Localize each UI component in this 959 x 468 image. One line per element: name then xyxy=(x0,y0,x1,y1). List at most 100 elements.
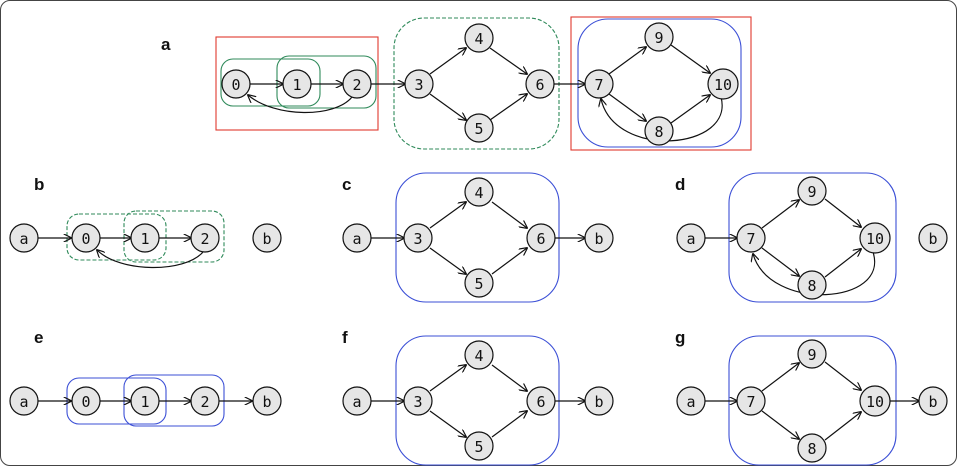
svg-text:8: 8 xyxy=(807,440,816,458)
node: 7 xyxy=(584,69,614,99)
node: a xyxy=(676,223,706,253)
svg-text:6: 6 xyxy=(535,76,544,94)
svg-text:a: a xyxy=(19,230,28,248)
svg-text:b: b xyxy=(594,230,603,248)
node: 2 xyxy=(190,386,220,416)
edge-10-7 xyxy=(753,251,876,296)
panel-label-e: e xyxy=(34,328,43,347)
svg-text:9: 9 xyxy=(807,346,816,364)
node: 6 xyxy=(525,69,555,99)
svg-text:10: 10 xyxy=(866,230,884,248)
edge-4-6 xyxy=(491,201,527,228)
edge-9-10 xyxy=(824,198,861,227)
panel-a: 0 1 2 3 4 5 6 7 9 8 10 xyxy=(215,16,752,151)
svg-text:b: b xyxy=(262,393,271,411)
edge-5-6 xyxy=(489,94,527,121)
edge-7-9 xyxy=(761,200,799,229)
panel-label-c: c xyxy=(342,175,351,194)
svg-text:10: 10 xyxy=(866,393,884,411)
svg-text:a: a xyxy=(19,393,28,411)
edge-5-6 xyxy=(491,411,527,438)
svg-text:2: 2 xyxy=(200,230,209,248)
svg-text:8: 8 xyxy=(807,277,816,295)
svg-text:b: b xyxy=(594,393,603,411)
node: 4 xyxy=(464,340,494,370)
edge-9-10 xyxy=(670,44,710,73)
node: 9 xyxy=(644,22,674,52)
edge-7-8 xyxy=(761,410,799,439)
svg-text:a: a xyxy=(352,230,361,248)
node: 1 xyxy=(130,223,160,253)
svg-text:0: 0 xyxy=(81,393,90,411)
svg-text:10: 10 xyxy=(714,76,732,94)
edge-3-4 xyxy=(429,202,466,229)
svg-text:2: 2 xyxy=(352,76,361,94)
edge-3-5 xyxy=(429,93,466,120)
node: 7 xyxy=(736,386,766,416)
edge-7-9 xyxy=(608,47,646,75)
node: 0 xyxy=(71,223,101,253)
panel-d: a 7 9 8 10 b xyxy=(676,172,948,303)
node: 6 xyxy=(526,223,556,253)
node: 10 xyxy=(859,385,891,417)
node: 9 xyxy=(797,176,827,206)
edge-8-10 xyxy=(824,412,861,441)
edge-3-5 xyxy=(429,410,466,437)
edge-4-6 xyxy=(489,47,527,74)
edge-3-4 xyxy=(429,48,466,75)
node: 4 xyxy=(464,177,494,207)
panel-label-g: g xyxy=(675,328,685,347)
panel-b: a 0 1 2 b xyxy=(9,210,282,269)
svg-text:3: 3 xyxy=(414,76,423,94)
edge-7-9 xyxy=(761,363,799,392)
node: 2 xyxy=(190,223,220,253)
node: b xyxy=(918,386,948,416)
node: 3 xyxy=(403,223,433,253)
node: 1 xyxy=(130,386,160,416)
svg-text:3: 3 xyxy=(413,230,422,248)
node: 1 xyxy=(282,69,312,99)
svg-text:5: 5 xyxy=(474,438,483,456)
svg-text:5: 5 xyxy=(474,275,483,293)
edge-7-8 xyxy=(608,93,646,121)
node: a xyxy=(9,386,39,416)
edge-8-10 xyxy=(670,95,710,124)
svg-text:7: 7 xyxy=(746,393,755,411)
node: b xyxy=(252,223,282,253)
node: b xyxy=(252,386,282,416)
svg-text:a: a xyxy=(352,393,361,411)
svg-text:4: 4 xyxy=(474,347,483,365)
node: a xyxy=(342,386,372,416)
svg-text:a: a xyxy=(686,393,695,411)
scc-box-green-01 xyxy=(66,213,167,261)
node: b xyxy=(918,223,948,253)
node: 8 xyxy=(797,270,827,300)
node: 8 xyxy=(797,433,827,463)
panel-label-a: a xyxy=(161,35,171,54)
svg-text:7: 7 xyxy=(594,76,603,94)
panel-label-f: f xyxy=(342,328,348,347)
node: 3 xyxy=(403,386,433,416)
node: a xyxy=(342,223,372,253)
svg-text:1: 1 xyxy=(140,230,149,248)
node: 0 xyxy=(221,69,251,99)
svg-text:9: 9 xyxy=(654,29,663,47)
edge-8-10 xyxy=(824,249,861,278)
svg-text:5: 5 xyxy=(474,120,483,138)
edge-10-7 xyxy=(601,96,723,142)
edge-2-0 xyxy=(248,95,353,114)
svg-text:6: 6 xyxy=(536,393,545,411)
node: 10 xyxy=(859,222,891,254)
panel-f: a 3 4 5 6 b xyxy=(342,335,614,466)
node: 4 xyxy=(464,23,494,53)
scc-box-green-01 xyxy=(220,58,321,107)
edge-7-8 xyxy=(761,247,799,276)
edge-9-10 xyxy=(824,361,861,390)
node: 5 xyxy=(464,431,494,461)
node: 6 xyxy=(526,386,556,416)
svg-text:b: b xyxy=(262,230,271,248)
svg-text:0: 0 xyxy=(231,76,240,94)
svg-text:9: 9 xyxy=(807,183,816,201)
edge-3-4 xyxy=(429,365,466,392)
